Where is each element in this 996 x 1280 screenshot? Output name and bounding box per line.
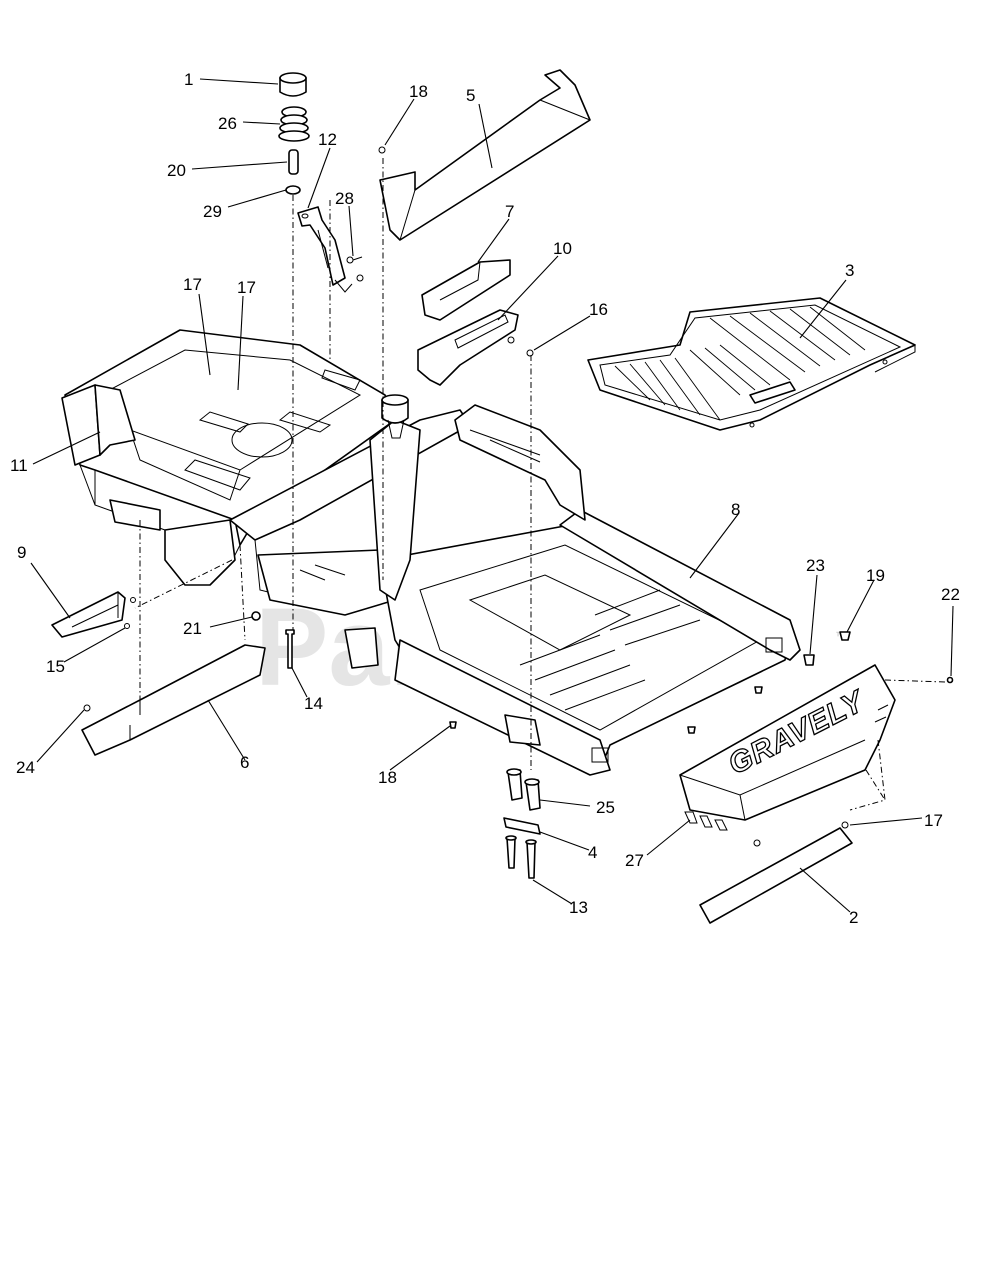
callout-27: 27 [625, 851, 644, 870]
plate-part-9[interactable] [51, 591, 136, 638]
callout-22: 22 [941, 585, 960, 604]
knob-assembly[interactable] [278, 72, 409, 439]
callout-15: 15 [46, 657, 65, 676]
callout-6: 6 [240, 753, 249, 772]
callout-4: 4 [588, 843, 597, 862]
callout-18a: 18 [409, 82, 428, 101]
nut-part-16b [526, 349, 534, 357]
callout-25: 25 [596, 798, 615, 817]
nut-part-22 [946, 676, 954, 684]
callout-14: 14 [304, 694, 323, 713]
nut-part-17c [841, 821, 849, 829]
bolt-part-18b [449, 721, 457, 729]
callout-23: 23 [806, 556, 825, 575]
washer-part-29 [285, 185, 301, 195]
callout-labels: 1 26 20 29 12 28 18 5 7 10 16 3 17 17 11… [10, 70, 960, 927]
callout-21: 21 [183, 619, 202, 638]
callout-10: 10 [553, 239, 572, 258]
bolt-part-13b [526, 841, 536, 879]
bolt-part-19 [839, 631, 851, 641]
bolt-part-14 [285, 629, 295, 669]
assembly-lines [134, 158, 946, 811]
callout-17c: 17 [924, 811, 943, 830]
callout-9: 9 [17, 543, 26, 562]
bolt-part-13a [506, 837, 516, 869]
pin-part-20 [288, 149, 299, 175]
callout-7: 7 [505, 202, 514, 221]
callout-24: 24 [16, 758, 35, 777]
spring-part-26 [278, 106, 310, 142]
panel-part-5[interactable] [378, 69, 591, 241]
nut-part-24 [83, 704, 91, 712]
side-guard-part-6[interactable] [81, 644, 266, 756]
nut-part-21 [251, 611, 261, 621]
bracket-part-12[interactable] [297, 206, 364, 293]
plate-part-2[interactable] [699, 827, 853, 924]
bolt-part-15 [124, 623, 130, 629]
callout-12: 12 [318, 130, 337, 149]
callout-28: 28 [335, 189, 354, 208]
callout-17b: 17 [237, 278, 256, 297]
callout-29: 29 [203, 202, 222, 221]
fasteners[interactable] [251, 611, 954, 734]
bolt-part-28 [346, 256, 354, 264]
plate-part-4 [503, 817, 541, 835]
callout-8: 8 [731, 500, 740, 519]
callout-2: 2 [849, 908, 858, 927]
callout-19: 19 [866, 566, 885, 585]
nut-part-18a [378, 146, 386, 154]
callout-1: 1 [184, 70, 193, 89]
callout-18b: 18 [378, 768, 397, 787]
callout-20: 20 [167, 161, 186, 180]
callout-13: 13 [569, 898, 588, 917]
callout-3: 3 [845, 261, 854, 280]
callout-11: 11 [10, 456, 28, 475]
callout-17a: 17 [183, 275, 202, 294]
callout-26: 26 [218, 114, 237, 133]
bolt-part-23 [803, 654, 815, 666]
leader-lines [30, 78, 954, 913]
nut-part-16a [507, 336, 515, 344]
spacer-assembly[interactable] [503, 768, 541, 879]
callout-5: 5 [466, 86, 475, 105]
callout-16: 16 [589, 300, 608, 319]
trim-part-7[interactable] [421, 259, 511, 321]
floor-mat-part-3[interactable] [587, 297, 916, 431]
guard-part-10[interactable] [417, 309, 534, 386]
main-frame-part-8[interactable] [61, 329, 801, 776]
